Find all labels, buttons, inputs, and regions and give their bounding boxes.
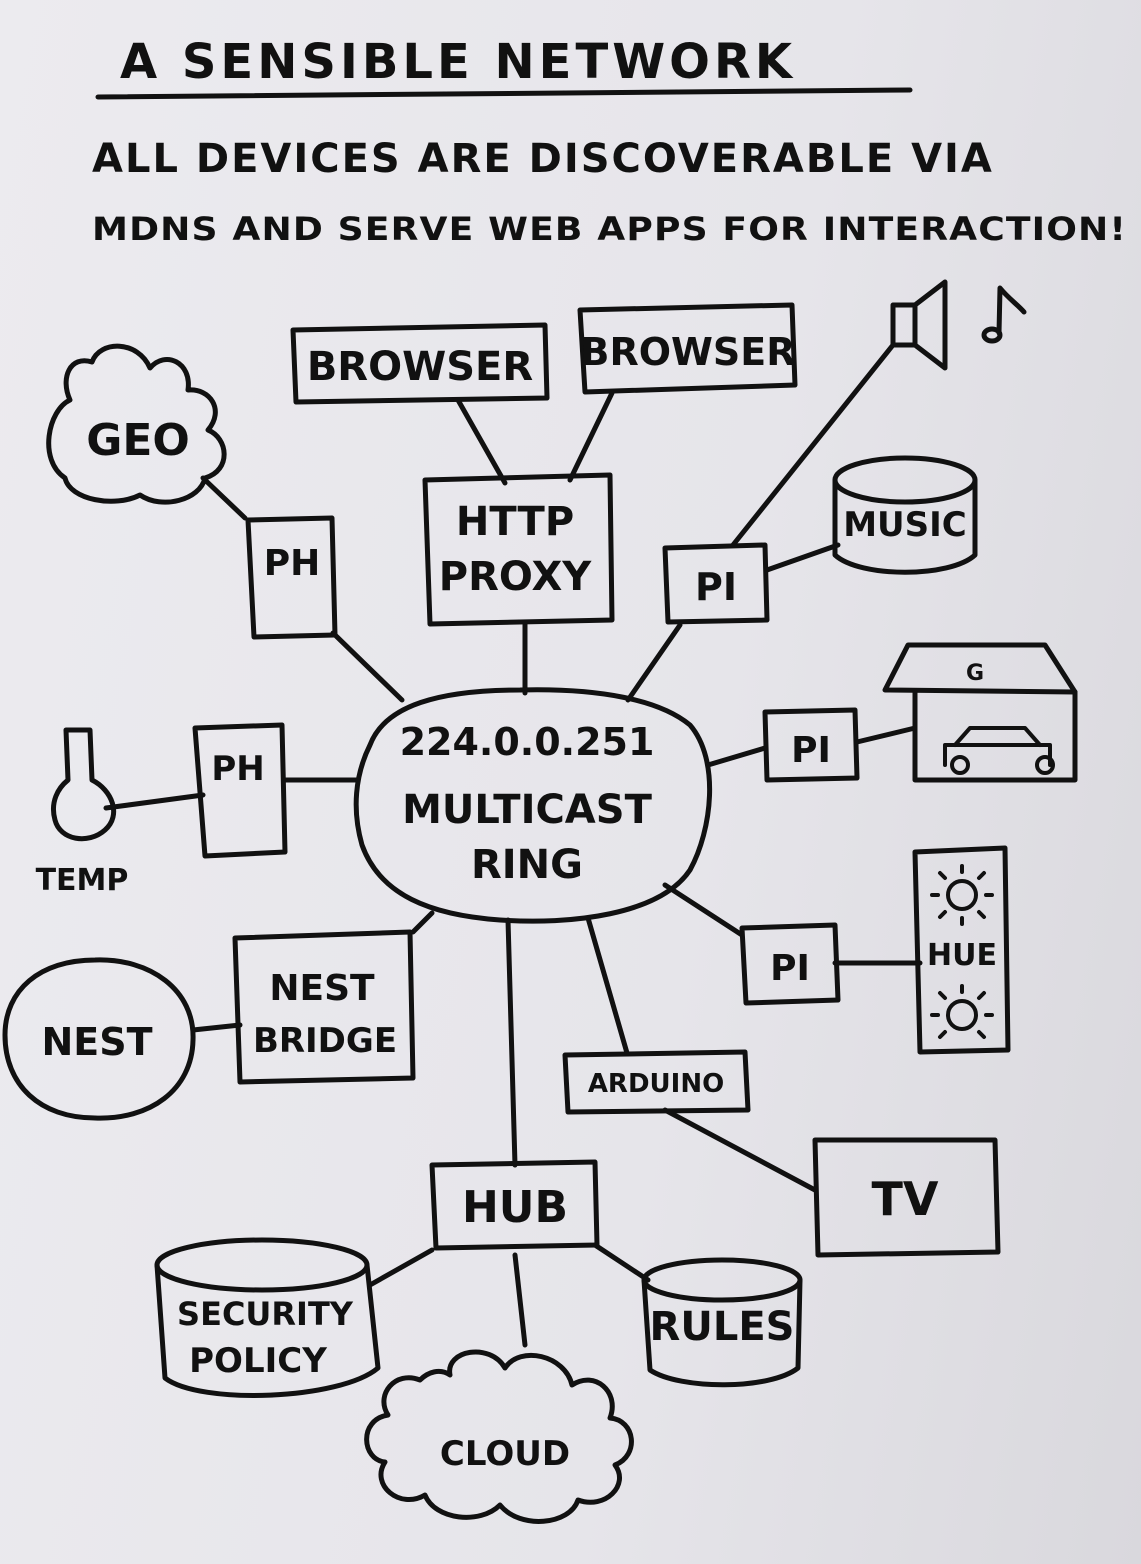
nest-device-node: NEST — [2, 957, 196, 1121]
pi-label-music: PI — [695, 565, 737, 609]
pi-label-hue: PI — [770, 948, 810, 989]
arduino-label: ARDUINO — [588, 1069, 724, 1099]
pi-node-garage: PI — [762, 707, 860, 783]
hub-node: HUB — [429, 1159, 600, 1251]
hub-label: HUB — [462, 1182, 568, 1233]
nest-bridge-node: NEST BRIDGE — [232, 929, 416, 1085]
tv-label: TV — [872, 1172, 939, 1226]
title-underline — [95, 87, 913, 100]
rules-label: RULES — [650, 1304, 795, 1350]
geo-cloud-node: GEO — [46, 343, 227, 505]
ring-multicast-label: MULTICAST — [402, 787, 652, 833]
ph-node-top: PH — [245, 515, 338, 640]
http-proxy-label-line-2: PROXY — [439, 554, 593, 600]
browser-node-2: BROWSER — [577, 302, 798, 395]
ph-label-top: PH — [264, 543, 321, 584]
geo-label: GEO — [86, 415, 190, 466]
browser-label-1: BROWSER — [307, 344, 533, 390]
security-label-line-2: POLICY — [189, 1341, 327, 1381]
nest-label: NEST — [41, 1020, 152, 1064]
sun-icon — [930, 864, 994, 926]
subtitle-line-1: ALL DEVICES ARE DISCOVERABLE VIA — [92, 136, 994, 182]
thermometer-icon: TEMP — [36, 727, 129, 898]
security-policy-storage-node: SECURITY POLICY — [154, 1237, 381, 1398]
ring-ring-label: RING — [471, 842, 583, 888]
music-note-icon — [981, 285, 1027, 344]
arduino-node: ARDUINO — [562, 1049, 751, 1115]
subtitle-line-2: MDNS AND SERVE WEB APPS FOR INTERACTION! — [92, 210, 1127, 248]
tv-node: TV — [812, 1137, 1001, 1258]
music-storage-node: MUSIC — [832, 455, 978, 575]
ring-address-label: 224.0.0.251 — [400, 720, 655, 764]
connections — [103, 342, 923, 1348]
hue-label: HUE — [927, 938, 997, 973]
browser-label-2: BROWSER — [580, 330, 795, 374]
pi-label-garage: PI — [791, 730, 831, 771]
security-label-line-1: SECURITY — [177, 1295, 354, 1333]
rules-storage-node: RULES — [641, 1257, 803, 1388]
ph-node-temp: PH — [192, 722, 288, 859]
pi-node-hue: PI — [739, 922, 841, 1006]
cloud-label: CLOUD — [440, 1434, 570, 1474]
pi-node-music: PI — [662, 542, 770, 625]
http-proxy-label-line-1: HTTP — [456, 499, 574, 545]
garage-label: G — [966, 661, 984, 686]
garage-node: G — [882, 642, 1078, 783]
lightbulb-icon — [930, 984, 994, 1039]
cloud-node: CLOUD — [364, 1349, 634, 1524]
speaker-icon — [890, 279, 948, 371]
multicast-ring-node[interactable]: 224.0.0.251 MULTICAST RING — [353, 687, 713, 924]
diagram-title: A SENSIBLE NETWORK — [120, 34, 796, 90]
nest-bridge-label-line-1: NEST — [269, 968, 375, 1009]
ph-label-temp: PH — [211, 749, 264, 789]
http-proxy-node: HTTP PROXY — [422, 472, 615, 627]
nest-bridge-label-line-2: BRIDGE — [253, 1021, 397, 1061]
browser-node-1: BROWSER — [290, 322, 550, 405]
car-icon — [943, 726, 1055, 775]
temp-label: TEMP — [36, 863, 129, 898]
music-label: MUSIC — [843, 505, 967, 545]
hue-lights-node: HUE — [912, 845, 1011, 1055]
